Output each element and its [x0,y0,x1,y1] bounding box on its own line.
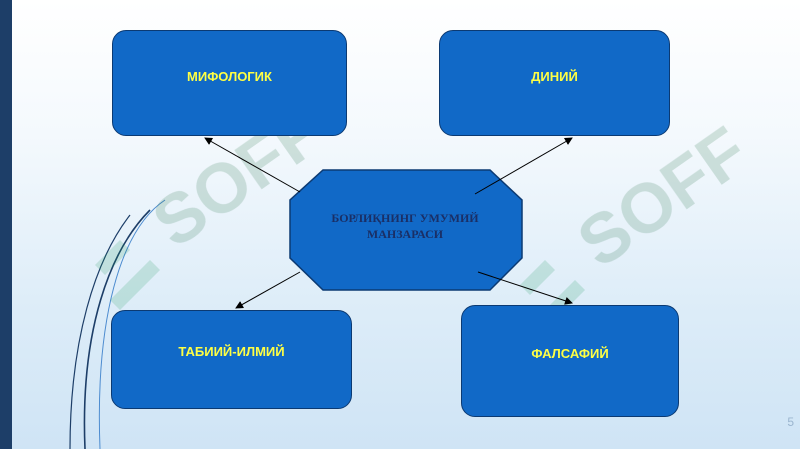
node-tabiiy-ilmiy: ТАБИИЙ-ИЛМИЙ [111,310,352,409]
node-falsafiy-label: ФАЛСАФИЙ [531,346,609,361]
arrow-to-tabiiy-ilmiy [235,271,301,309]
center-node-label: БОРЛИҚНИНГ УМУМИЙ МАНЗАРАСИ [300,210,510,242]
arrow-to-falsafiy [477,271,573,305]
node-mifologik-label: МИФОЛОГИК [187,69,272,84]
left-accent-bar [0,0,12,449]
center-label-line1: БОРЛИҚНИНГ УМУМИЙ [331,211,479,225]
center-label-line2: МАНЗАРАСИ [366,227,444,241]
node-mifologik: МИФОЛОГИК [112,30,347,136]
slide-number: 5 [787,415,794,429]
node-diniy: ДИНИЙ [439,30,670,136]
swoosh-curve [69,214,131,449]
swoosh-curve [83,209,151,449]
node-falsafiy: ФАЛСАФИЙ [461,305,679,417]
swoosh-curve [98,199,166,449]
node-diniy-label: ДИНИЙ [531,69,578,84]
arrow-to-mifologik [204,137,301,193]
arrow-to-diniy [474,137,573,195]
node-tabiiy-ilmiy-label: ТАБИИЙ-ИЛМИЙ [178,344,285,359]
svg-text:SOFF: SOFF [564,111,762,282]
center-octagon [289,169,523,291]
